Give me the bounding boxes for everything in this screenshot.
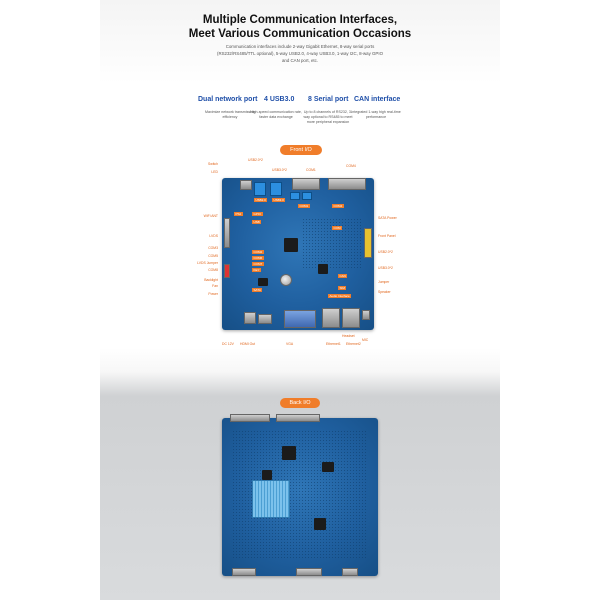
- back-bottom-connector-3: [342, 568, 358, 576]
- front-tag-usb3: USB3.0: [272, 198, 286, 202]
- back-board: [222, 414, 378, 576]
- front-tag-com4: COM4: [332, 204, 344, 208]
- front-label-backlight: Backlight: [204, 278, 218, 282]
- back-board-chip-3: [322, 462, 334, 472]
- front-io-pill: Front I/O: [280, 145, 322, 155]
- back-board-chip-2: [262, 470, 272, 480]
- back-top-connector-1: [230, 414, 270, 422]
- front-tag-com1: COM1: [298, 204, 310, 208]
- front-tag-sata: SATA: [252, 288, 263, 292]
- front-right-headers: [364, 228, 372, 258]
- front-label-com5: COM5: [208, 254, 218, 258]
- feature-desc-dual-network: Maximize network transmission efficiency: [205, 110, 255, 119]
- front-label-led: LED: [211, 170, 218, 174]
- front-usb3-port-block: [270, 182, 282, 196]
- page-title-line-1: Multiple Communication Interfaces,: [202, 14, 398, 26]
- front-board-chip-main: [284, 238, 298, 252]
- front-hdmi-port: [258, 314, 272, 324]
- front-com4-connector: [328, 178, 366, 190]
- front-label-front-panel: Front Panel: [378, 234, 396, 238]
- front-label-speaker: Speaker: [378, 290, 391, 294]
- front-tag-usb: USB: [252, 220, 262, 224]
- front-ethernet-port-2: [342, 308, 360, 328]
- front-usb-header-2: [302, 192, 312, 200]
- front-label-sata-power: SATA Power: [378, 216, 397, 220]
- front-left-headers: [224, 218, 230, 248]
- front-tag-sim: SIM: [338, 286, 347, 290]
- front-label-top-usb3: USB3.0*2: [272, 168, 287, 172]
- front-label-fan: Fan: [212, 284, 218, 288]
- front-label-lvds: LVDS: [209, 234, 218, 238]
- back-bottom-connector-1: [232, 568, 256, 576]
- front-label-power: Power: [208, 292, 218, 296]
- front-label-top-usb2: USB2.0*2: [248, 158, 263, 162]
- feature-title-can: CAN interface: [354, 96, 401, 103]
- front-label-mic: MIC: [362, 338, 369, 342]
- front-led-connector: [240, 180, 252, 190]
- back-top-connector-2: [276, 414, 320, 422]
- front-com1-connector: [292, 178, 320, 190]
- front-label-right-usb2: USB2.0*2: [378, 250, 393, 254]
- front-label-wifi-ant: WiFi ANT: [203, 214, 218, 218]
- front-label-ethernet1: Ethernet1: [326, 342, 341, 346]
- back-bottom-connector-2: [296, 568, 322, 576]
- back-board-chip-4: [314, 518, 326, 530]
- front-vga-port: [284, 310, 316, 328]
- front-label-lvds-jumper: LVDS Jumper: [197, 261, 218, 265]
- page-description: Communication interfaces include 2-way G…: [216, 44, 384, 63]
- back-heatsink: [252, 480, 290, 518]
- back-board-chip-1: [282, 446, 296, 460]
- front-label-switch: Switch: [208, 162, 218, 166]
- front-tag-com2: COM2: [252, 250, 264, 254]
- front-label-hdmi-out: HDMI Out: [240, 342, 256, 346]
- front-ethernet-port-1: [322, 308, 340, 328]
- feature-title-serial: 8 Serial port: [308, 96, 349, 103]
- front-tag-key: KEY: [252, 268, 262, 272]
- front-tag-audio-interface: Audio Interface: [328, 294, 352, 298]
- front-tag-com: COM: [332, 226, 342, 230]
- front-label-dc-12v: DC 12V: [222, 342, 234, 346]
- back-io-pill: Back I/O: [280, 398, 320, 408]
- feature-desc-usb3: High-speed communication rate, faster da…: [250, 110, 302, 119]
- front-tag-com6: COM6: [252, 256, 264, 260]
- feature-title-dual-network: Dual network port: [198, 96, 258, 103]
- front-audio-jack: [362, 310, 370, 320]
- front-tag-com7: COM7: [252, 262, 264, 266]
- front-tag-ps2: PS2: [234, 212, 243, 216]
- feature-desc-can: Integrated 1-way high real-time performa…: [351, 110, 401, 119]
- front-board: USB2.0 USB3.0 COM1 COM4 PS2 GPIO USB COM…: [222, 178, 374, 330]
- front-label-com8: COM8: [208, 268, 218, 272]
- front-label-top-com1: COM1: [306, 168, 316, 172]
- front-rtc-battery: [280, 274, 292, 286]
- front-usb-header-1: [290, 192, 300, 200]
- front-label-ethernet2: Ethernet2: [346, 342, 361, 346]
- front-label-headset: Headset: [342, 334, 355, 338]
- front-board-chip-2: [318, 264, 328, 274]
- product-page: Multiple Communication Interfaces, Meet …: [100, 0, 500, 600]
- page-title-line-2: Meet Various Communication Occasions: [188, 28, 412, 40]
- front-board-chip-3: [258, 278, 268, 286]
- front-tag-usb2: USB2.0: [254, 198, 268, 202]
- front-usb2-port-block: [254, 182, 266, 196]
- feature-desc-serial: Up to 8 channels of RS232, 3-way optiona…: [303, 110, 353, 124]
- front-label-vga: VGA: [286, 342, 294, 346]
- front-power-header: [224, 264, 230, 278]
- front-tag-can: CAN: [338, 274, 348, 278]
- front-label-right-usb3: USB3.0*2: [378, 266, 393, 270]
- front-label-jumper: Jumper: [378, 280, 390, 284]
- front-dc-jack: [244, 312, 256, 324]
- front-label-top-com4: COM4: [346, 164, 356, 168]
- feature-title-usb3: 4 USB3.0: [264, 96, 295, 103]
- front-tag-gpio: GPIO: [252, 212, 263, 216]
- front-label-com3: COM3: [208, 246, 218, 250]
